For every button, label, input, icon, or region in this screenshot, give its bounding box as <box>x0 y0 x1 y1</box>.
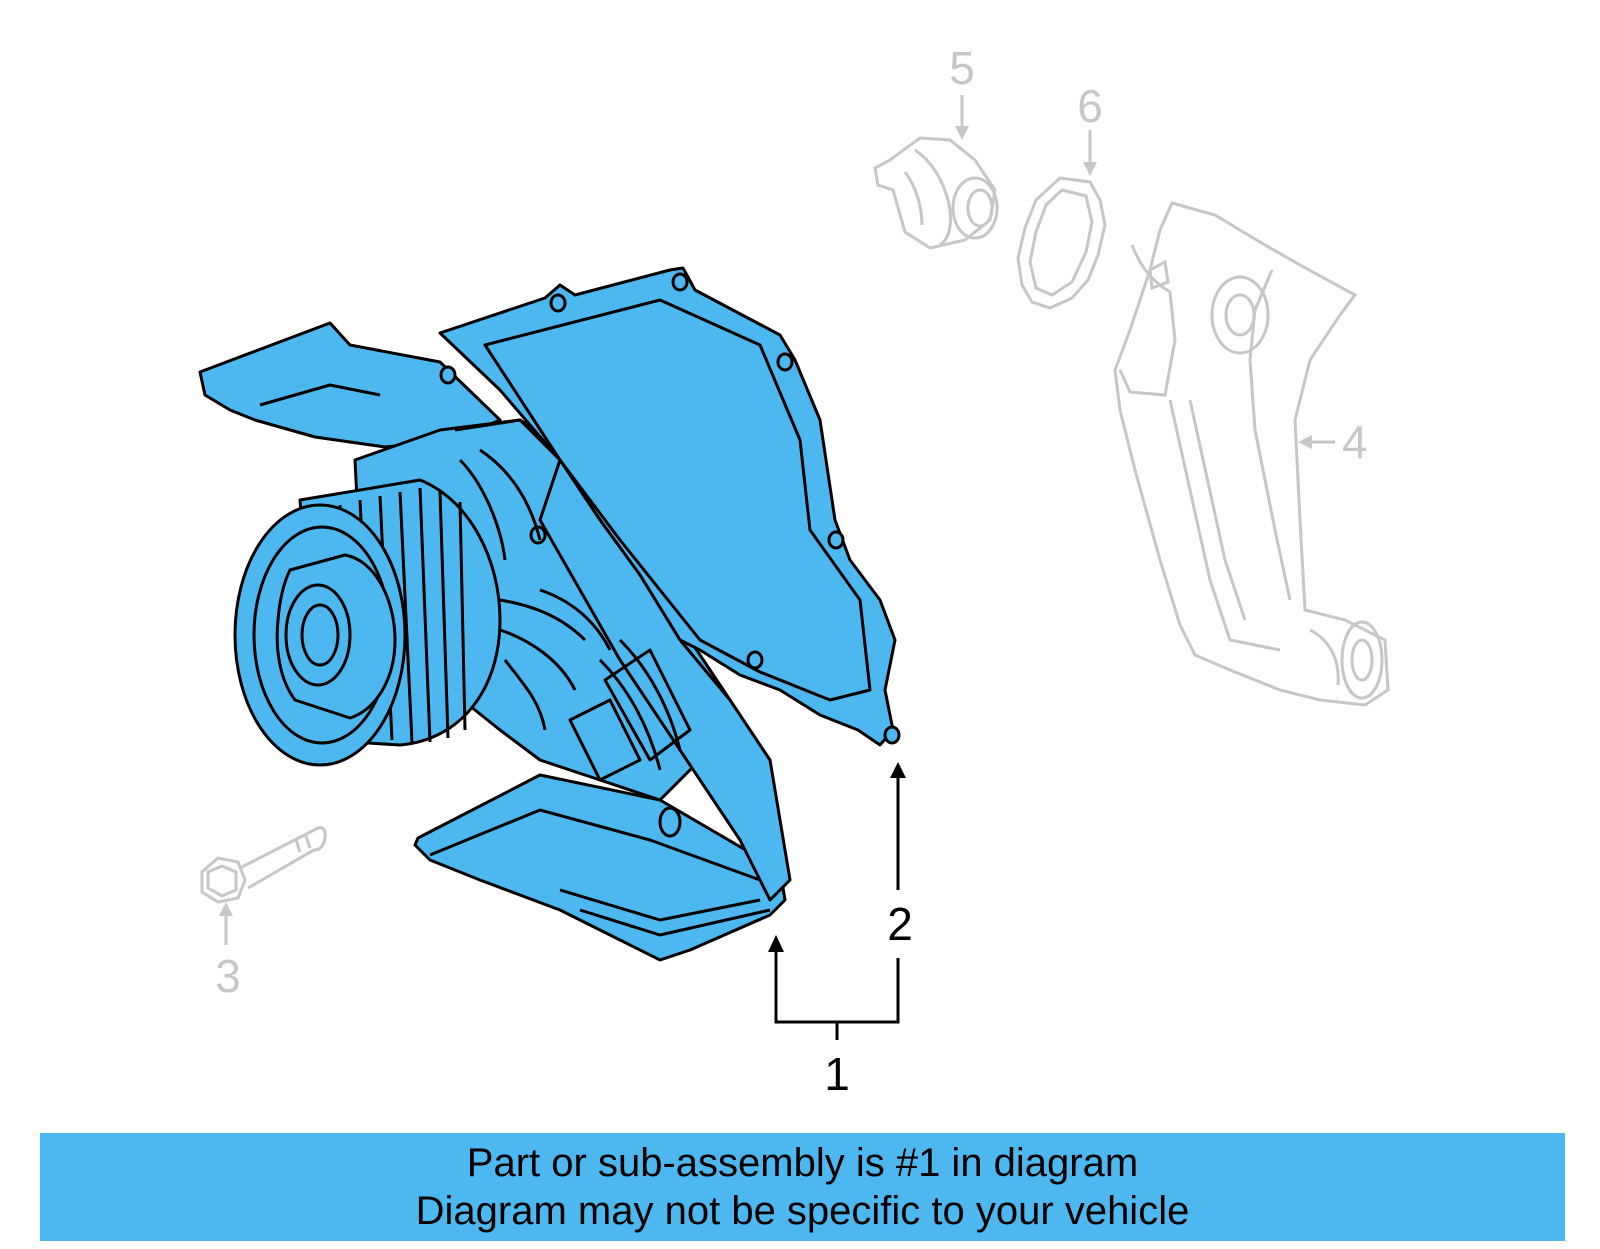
callout-2: 2 <box>887 898 913 950</box>
part-3-bolt <box>200 826 327 904</box>
arrow-5 <box>955 126 969 140</box>
caption-line-1: Part or sub-assembly is #1 in diagram <box>466 1141 1139 1185</box>
callout-6: 6 <box>1077 80 1103 132</box>
caption-line-2: Diagram may not be specific to your vehi… <box>415 1189 1190 1233</box>
callout-3: 3 <box>215 950 241 1002</box>
caption-banner: Part or sub-assembly is #1 in diagram Di… <box>40 1133 1565 1241</box>
arrow-1 <box>768 935 784 952</box>
arrow-4 <box>1298 435 1312 449</box>
callout-4: 4 <box>1342 416 1368 468</box>
callout-5: 5 <box>949 42 975 94</box>
arrow-3 <box>219 902 233 916</box>
arrow-6 <box>1083 162 1097 176</box>
part-1-water-pump <box>198 266 901 962</box>
arrow-2 <box>890 762 906 778</box>
part-6-gasket <box>1016 176 1107 310</box>
parts-diagram: 1 2 3 4 5 6 <box>198 42 1390 1100</box>
leaders-active <box>774 775 900 1040</box>
part-5-fitting <box>873 136 999 250</box>
part-4-housing <box>1113 201 1390 707</box>
callout-1: 1 <box>824 1048 850 1100</box>
